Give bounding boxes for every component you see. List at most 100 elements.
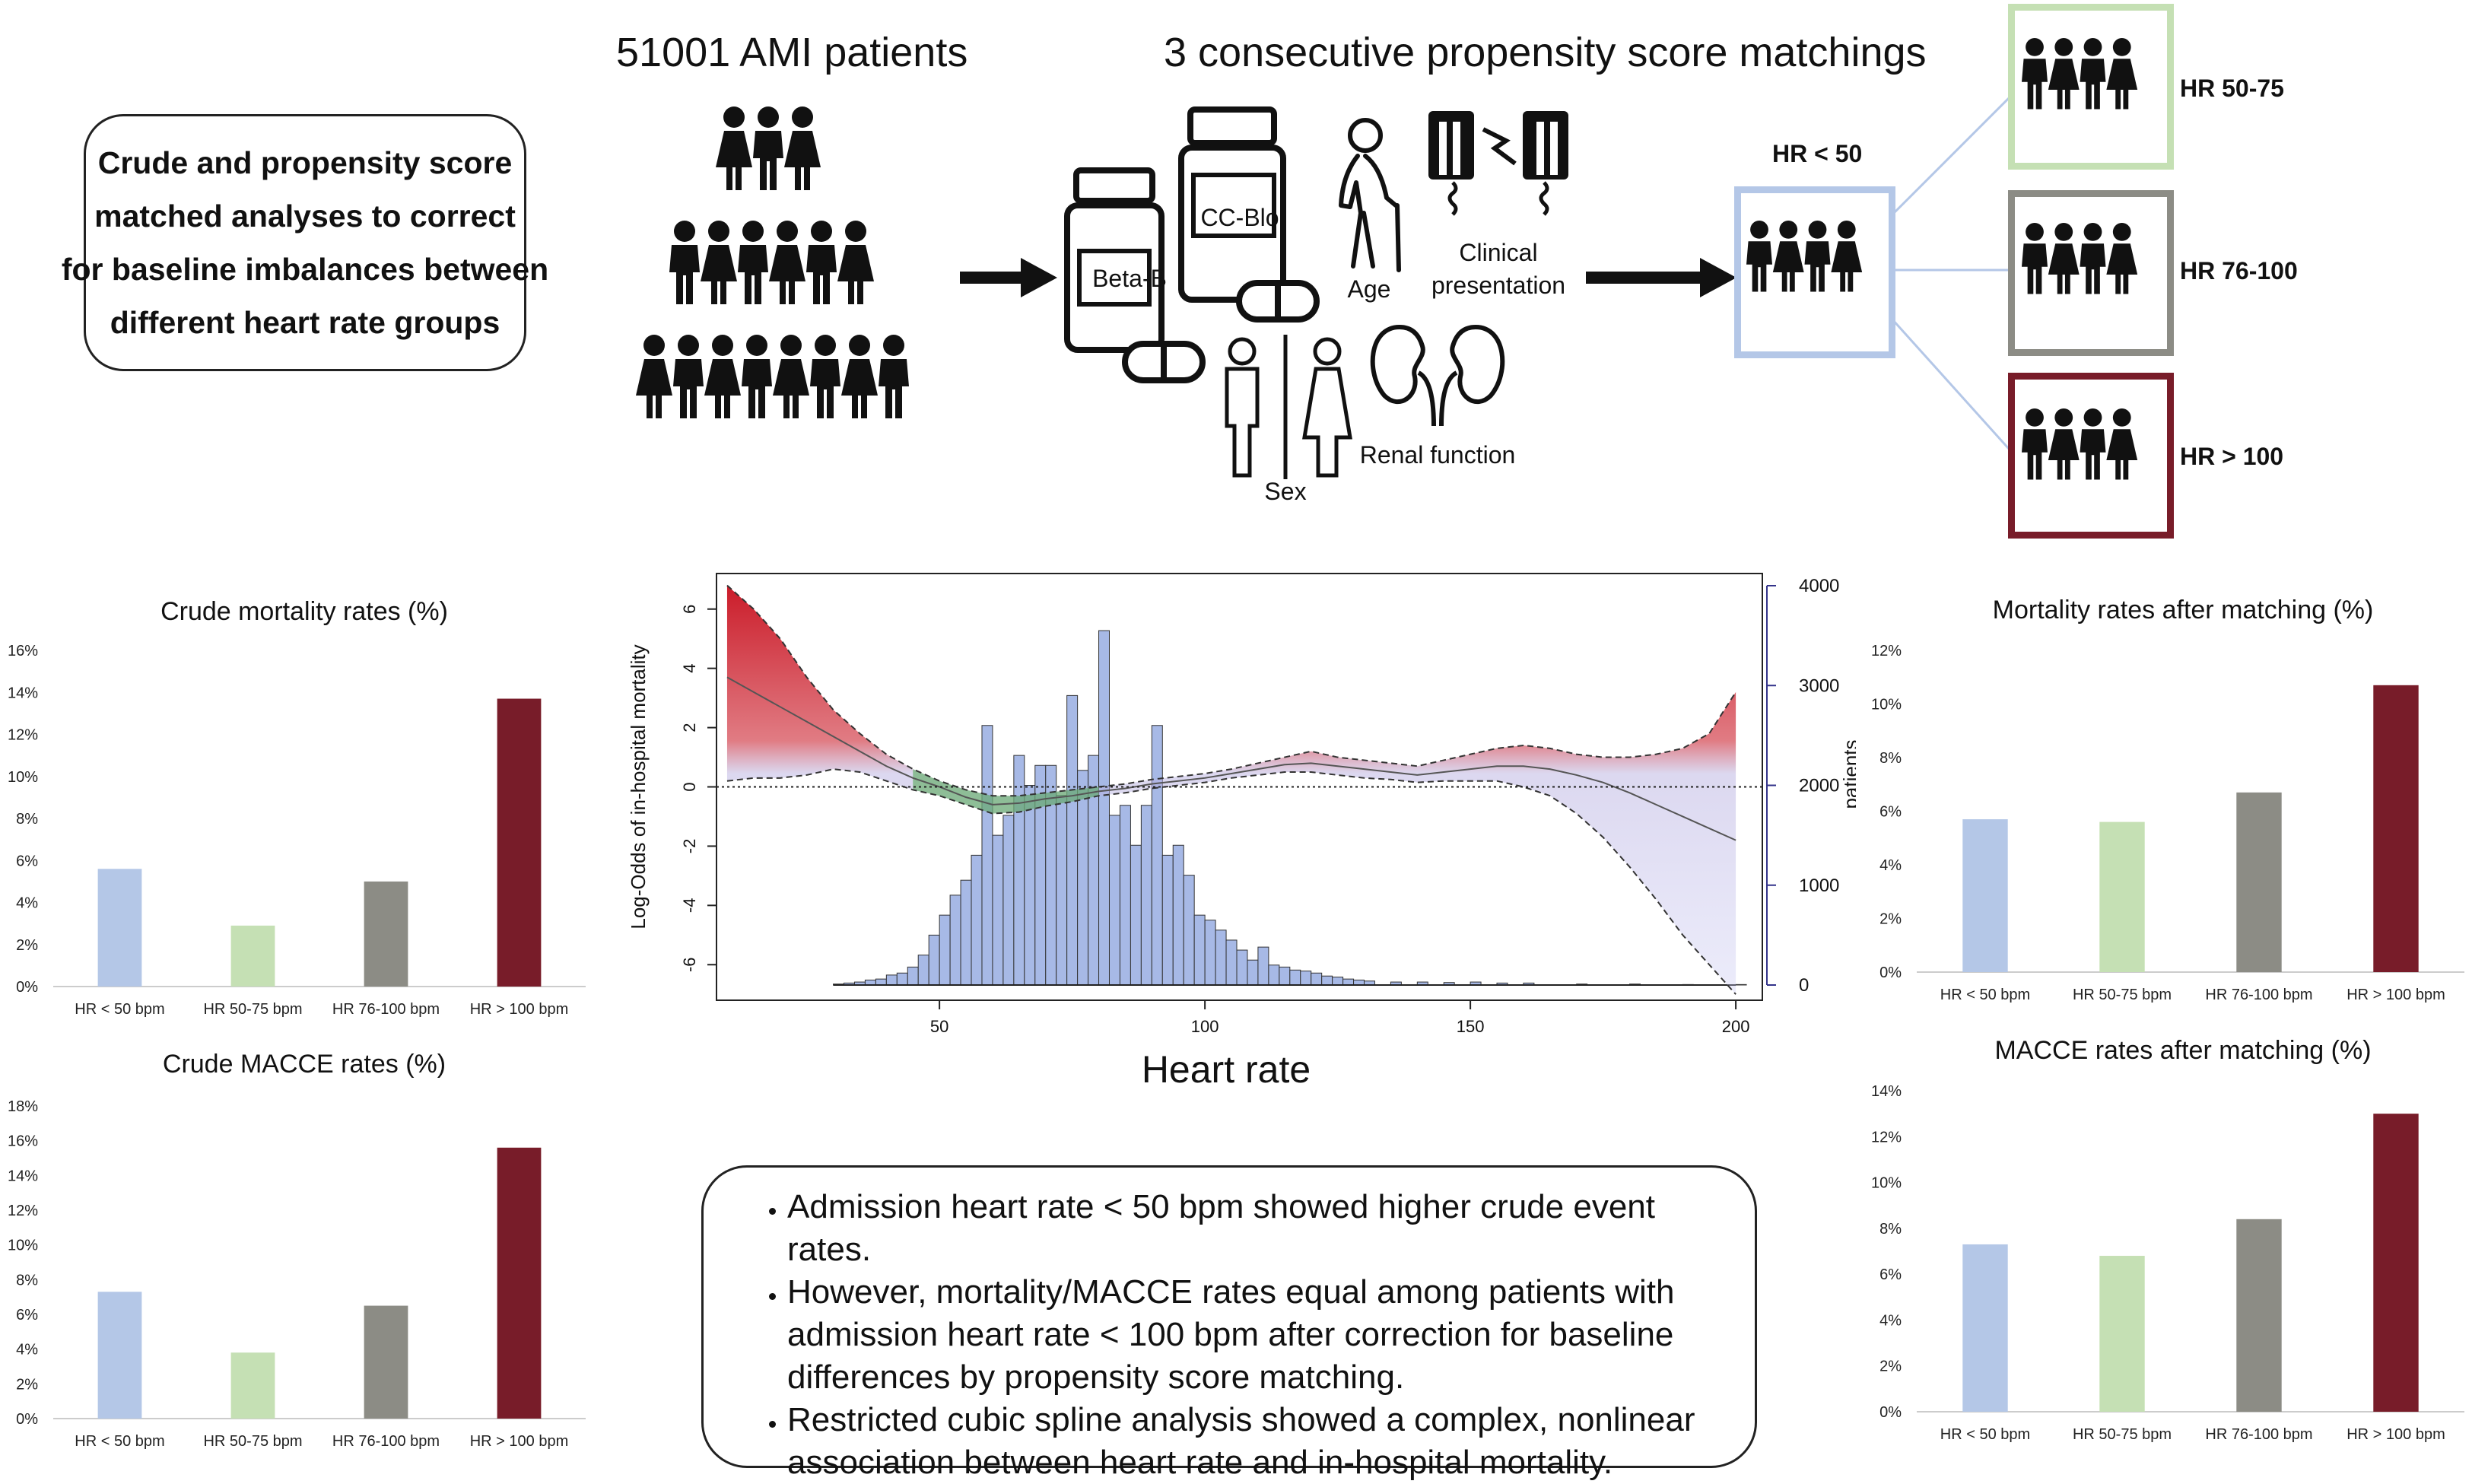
y2-tick-label: 1000	[1799, 875, 1839, 896]
x-tick-label: HR > 100 bpm	[2346, 987, 2445, 1003]
cc-blocker-label: CC-Blo	[1200, 204, 1279, 231]
histogram-bar	[928, 934, 940, 986]
x-tick-label: 150	[1457, 1017, 1485, 1036]
sex-icon	[1225, 335, 1352, 479]
y-axis-label: Log-Odds of in-hospital mortality	[627, 644, 650, 929]
presentation-label: presentation	[1431, 272, 1566, 299]
x-tick-label: HR < 50 bpm	[1940, 1426, 2030, 1443]
y-tick-label: 4%	[1879, 1312, 1902, 1329]
y-tick-label: 0%	[16, 1411, 38, 1428]
y-tick-label: 4%	[16, 895, 38, 912]
hr-gt-100-label: HR > 100	[2180, 443, 2284, 470]
y-tick-label: 0%	[1879, 1404, 1902, 1421]
y-tick-label: 16%	[8, 1133, 38, 1150]
bar	[2236, 1219, 2282, 1412]
x-tick-label: 50	[930, 1017, 948, 1036]
histogram-bar	[1098, 630, 1110, 986]
summary-bullet: Restricted cubic spline analysis showed …	[787, 1399, 1724, 1484]
y-tick-label: 18%	[8, 1098, 38, 1115]
matched-macce-title: MACCE rates after matching (%)	[1994, 1036, 2372, 1065]
y-tick-label: 14%	[1871, 1083, 1902, 1100]
pill-icon	[1122, 341, 1206, 383]
bar	[2373, 685, 2419, 972]
beta-blocker-bottle-icon	[1064, 167, 1165, 353]
y2-tick-label: 0	[1799, 975, 1809, 996]
y-tick-label: 0%	[1879, 964, 1902, 981]
y-tick-label: 0	[680, 782, 699, 791]
matched-mortality-title: Mortality rates after matching (%)	[1992, 596, 2374, 624]
histogram-bar	[1332, 977, 1344, 986]
group-people-icons	[1746, 38, 2138, 480]
x-tick-label: HR < 50 bpm	[1940, 987, 2030, 1003]
histogram-bar	[1735, 984, 1747, 986]
bar	[97, 1292, 142, 1419]
y-tick-label: 10%	[8, 769, 38, 786]
histogram-bar	[1257, 946, 1269, 986]
y2-axis-label: patients	[1839, 739, 1856, 809]
y-tick-label: 12%	[8, 1203, 38, 1219]
histogram-bar	[1183, 875, 1195, 986]
spline-estimate-line	[726, 676, 1736, 841]
y-tick-label: 2%	[1879, 1358, 1902, 1375]
y-tick-label: 6	[680, 605, 699, 614]
x-tick-label: HR 76-100 bpm	[2205, 1426, 2312, 1443]
histogram-bar	[1236, 949, 1248, 986]
histogram-bar	[1077, 770, 1089, 986]
histogram-bar	[1321, 975, 1333, 986]
y-tick-label: -4	[680, 898, 699, 914]
histogram-bar	[1002, 815, 1015, 986]
hr-50-75-label: HR 50-75	[2180, 75, 2284, 102]
y2-tick-label: 4000	[1799, 576, 1839, 596]
histogram-bar	[1140, 805, 1152, 986]
histogram-bar	[1300, 971, 1312, 986]
crude-box-line-1: Crude and propensity score	[97, 145, 513, 180]
x-tick-label: HR < 50 bpm	[75, 1433, 164, 1450]
histogram-bar	[896, 972, 908, 986]
bar	[2373, 1114, 2419, 1412]
arrow-to-matching-icon	[960, 258, 1057, 297]
x-tick-label: HR > 100 bpm	[2346, 1426, 2445, 1443]
bar	[1962, 1244, 2008, 1412]
y-tick-label: 0%	[16, 979, 38, 996]
y-tick-label: -6	[680, 957, 699, 972]
crude-box-line-2: matched analyses to correct	[94, 199, 516, 234]
kidney-icon	[1370, 324, 1505, 427]
x-tick-label: HR < 50 bpm	[75, 1001, 164, 1018]
arrow-to-groups-icon	[1586, 258, 1736, 297]
y-tick-label: 6%	[16, 853, 38, 869]
bar	[1962, 819, 2008, 972]
histogram-bar	[1204, 920, 1216, 986]
y-tick-label: 12%	[8, 727, 38, 744]
histogram-bar	[1225, 939, 1238, 986]
pill-icon	[1236, 280, 1320, 323]
y-tick-label: 8%	[16, 811, 38, 828]
y-tick-label: -2	[680, 839, 699, 854]
histogram-bar	[1151, 725, 1163, 986]
y-tick-label: 2	[680, 723, 699, 732]
histogram-bar	[939, 914, 951, 986]
y-tick-label: 4	[680, 664, 699, 673]
histogram-bar	[1024, 785, 1036, 986]
clinical-label: Clinical	[1459, 239, 1538, 266]
histogram-bar	[949, 895, 961, 986]
histogram-bar	[885, 974, 898, 986]
y2-tick-label: 2000	[1799, 776, 1839, 796]
hr-76-100-label: HR 76-100	[2180, 257, 2298, 284]
y-tick-label: 8%	[16, 1272, 38, 1289]
hr-base-label: HR < 50	[1772, 140, 1863, 167]
histogram-bar	[981, 725, 993, 986]
y-tick-label: 6%	[16, 1307, 38, 1324]
age-label: Age	[1347, 275, 1391, 303]
crude-analysis-box: Crude and propensity score matched analy…	[62, 114, 548, 371]
y-tick-label: 12%	[1871, 643, 1902, 659]
crude-box-line-3: for baseline imbalances between	[61, 252, 549, 287]
cc-blocker-bottle-icon	[1178, 106, 1286, 303]
histogram-bar	[1342, 978, 1355, 986]
y-tick-label: 10%	[8, 1238, 38, 1254]
crude-macce-title: Crude MACCE rates (%)	[162, 1050, 446, 1079]
histogram-bar	[1119, 805, 1131, 986]
